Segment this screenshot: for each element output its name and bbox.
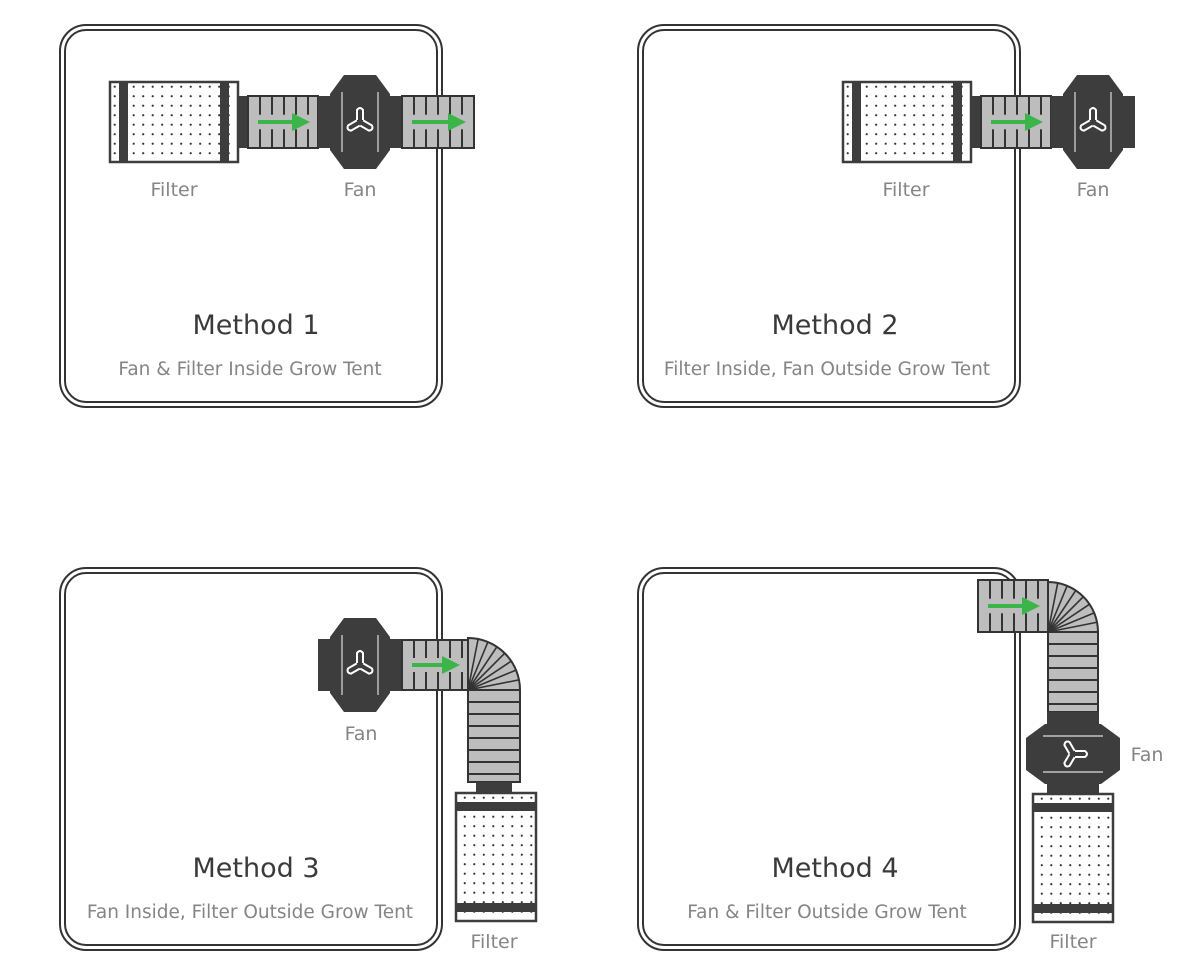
tent-outer-wall bbox=[637, 24, 1021, 408]
duct bbox=[247, 95, 319, 149]
tent-inner-wall bbox=[642, 572, 1016, 946]
grow-tent bbox=[59, 24, 443, 408]
tent-outer-wall bbox=[59, 567, 443, 951]
carbon-filter bbox=[108, 80, 240, 164]
elbow-rib bbox=[1047, 596, 1084, 633]
filter-label: Filter bbox=[882, 179, 929, 201]
elbow-rib bbox=[467, 669, 517, 691]
method-subtitle: Filter Inside, Fan Outside Grow Tent bbox=[664, 359, 990, 380]
duct bbox=[401, 95, 475, 149]
method-2: Filter Fan Method 2 Filter Inside, Fan O… bbox=[664, 179, 1110, 380]
duct bbox=[980, 95, 1052, 149]
method-title: Method 2 bbox=[771, 310, 898, 341]
inline-fan-icon bbox=[317, 74, 403, 170]
tent-inner-wall bbox=[64, 29, 438, 403]
grow-tent bbox=[637, 24, 1021, 408]
airflow-arrow-icon bbox=[412, 656, 460, 674]
filter-label: Filter bbox=[470, 931, 517, 953]
tent-inner-wall bbox=[64, 572, 438, 946]
airflow-arrow-icon bbox=[991, 113, 1043, 131]
method-subtitle: Fan & Filter Outside Grow Tent bbox=[687, 902, 967, 923]
filter-label: Filter bbox=[150, 179, 197, 201]
duct-vertical bbox=[467, 689, 521, 783]
method-3: Fan Filter Method 3 Fan Inside, Filter O… bbox=[87, 723, 518, 953]
arrow-head bbox=[1022, 597, 1040, 615]
method-subtitle: Fan Inside, Filter Outside Grow Tent bbox=[87, 902, 413, 923]
airflow-arrow-icon bbox=[412, 113, 466, 131]
tent-inner-wall bbox=[642, 29, 1016, 403]
carbon-filter bbox=[841, 80, 973, 164]
tent-outer-wall bbox=[59, 24, 443, 408]
elbow-rib bbox=[1047, 582, 1059, 633]
elbow-rib bbox=[467, 638, 479, 691]
elbow-rib bbox=[467, 652, 506, 691]
inline-fan-icon bbox=[1025, 711, 1121, 797]
elbow-rib bbox=[467, 660, 512, 691]
duct-elbow bbox=[467, 636, 522, 691]
fan-label: Fan bbox=[1077, 179, 1110, 201]
filter-label: Filter bbox=[1049, 931, 1096, 953]
elbow-rib bbox=[1047, 603, 1091, 633]
method-title: Method 4 bbox=[771, 853, 898, 884]
inline-fan-icon bbox=[317, 617, 403, 713]
inline-fan-icon bbox=[1050, 74, 1136, 170]
duct bbox=[977, 579, 1049, 633]
duct-elbow bbox=[1047, 580, 1100, 633]
method-1: Filter Fan Method 1 Fan & Filter Inside … bbox=[118, 179, 381, 380]
arrow-head bbox=[442, 656, 460, 674]
fan-label: Fan bbox=[1131, 744, 1164, 766]
airflow-arrow-icon bbox=[258, 113, 310, 131]
tent-outer-wall bbox=[637, 567, 1021, 951]
method-subtitle: Fan & Filter Inside Grow Tent bbox=[118, 359, 381, 380]
method-4: Fan Filter Method 4 Fan & Filter Outside… bbox=[687, 744, 1163, 953]
elbow-rib bbox=[1047, 585, 1068, 633]
elbow-rib bbox=[467, 679, 520, 691]
elbow-rib bbox=[467, 641, 489, 691]
fan-label: Fan bbox=[344, 179, 377, 201]
grow-tent bbox=[59, 567, 443, 951]
method-title: Method 1 bbox=[192, 310, 319, 341]
arrow-head bbox=[292, 113, 310, 131]
duct bbox=[401, 639, 469, 691]
fan-label: Fan bbox=[345, 723, 378, 745]
method-title: Method 3 bbox=[192, 853, 319, 884]
elbow-rib bbox=[1047, 621, 1098, 633]
arrow-head bbox=[448, 113, 466, 131]
filter-collar bbox=[476, 782, 512, 794]
airflow-arrow-icon bbox=[988, 597, 1040, 615]
elbow-rib bbox=[467, 646, 498, 691]
duct-body bbox=[467, 689, 521, 783]
duct-vertical bbox=[1047, 631, 1099, 713]
elbow-rib bbox=[1047, 589, 1077, 633]
grow-tent bbox=[637, 567, 1021, 951]
elbow-rib bbox=[1047, 612, 1095, 633]
carbon-filter bbox=[1031, 792, 1115, 924]
arrow-head bbox=[1025, 113, 1043, 131]
carbon-filter bbox=[454, 791, 538, 923]
